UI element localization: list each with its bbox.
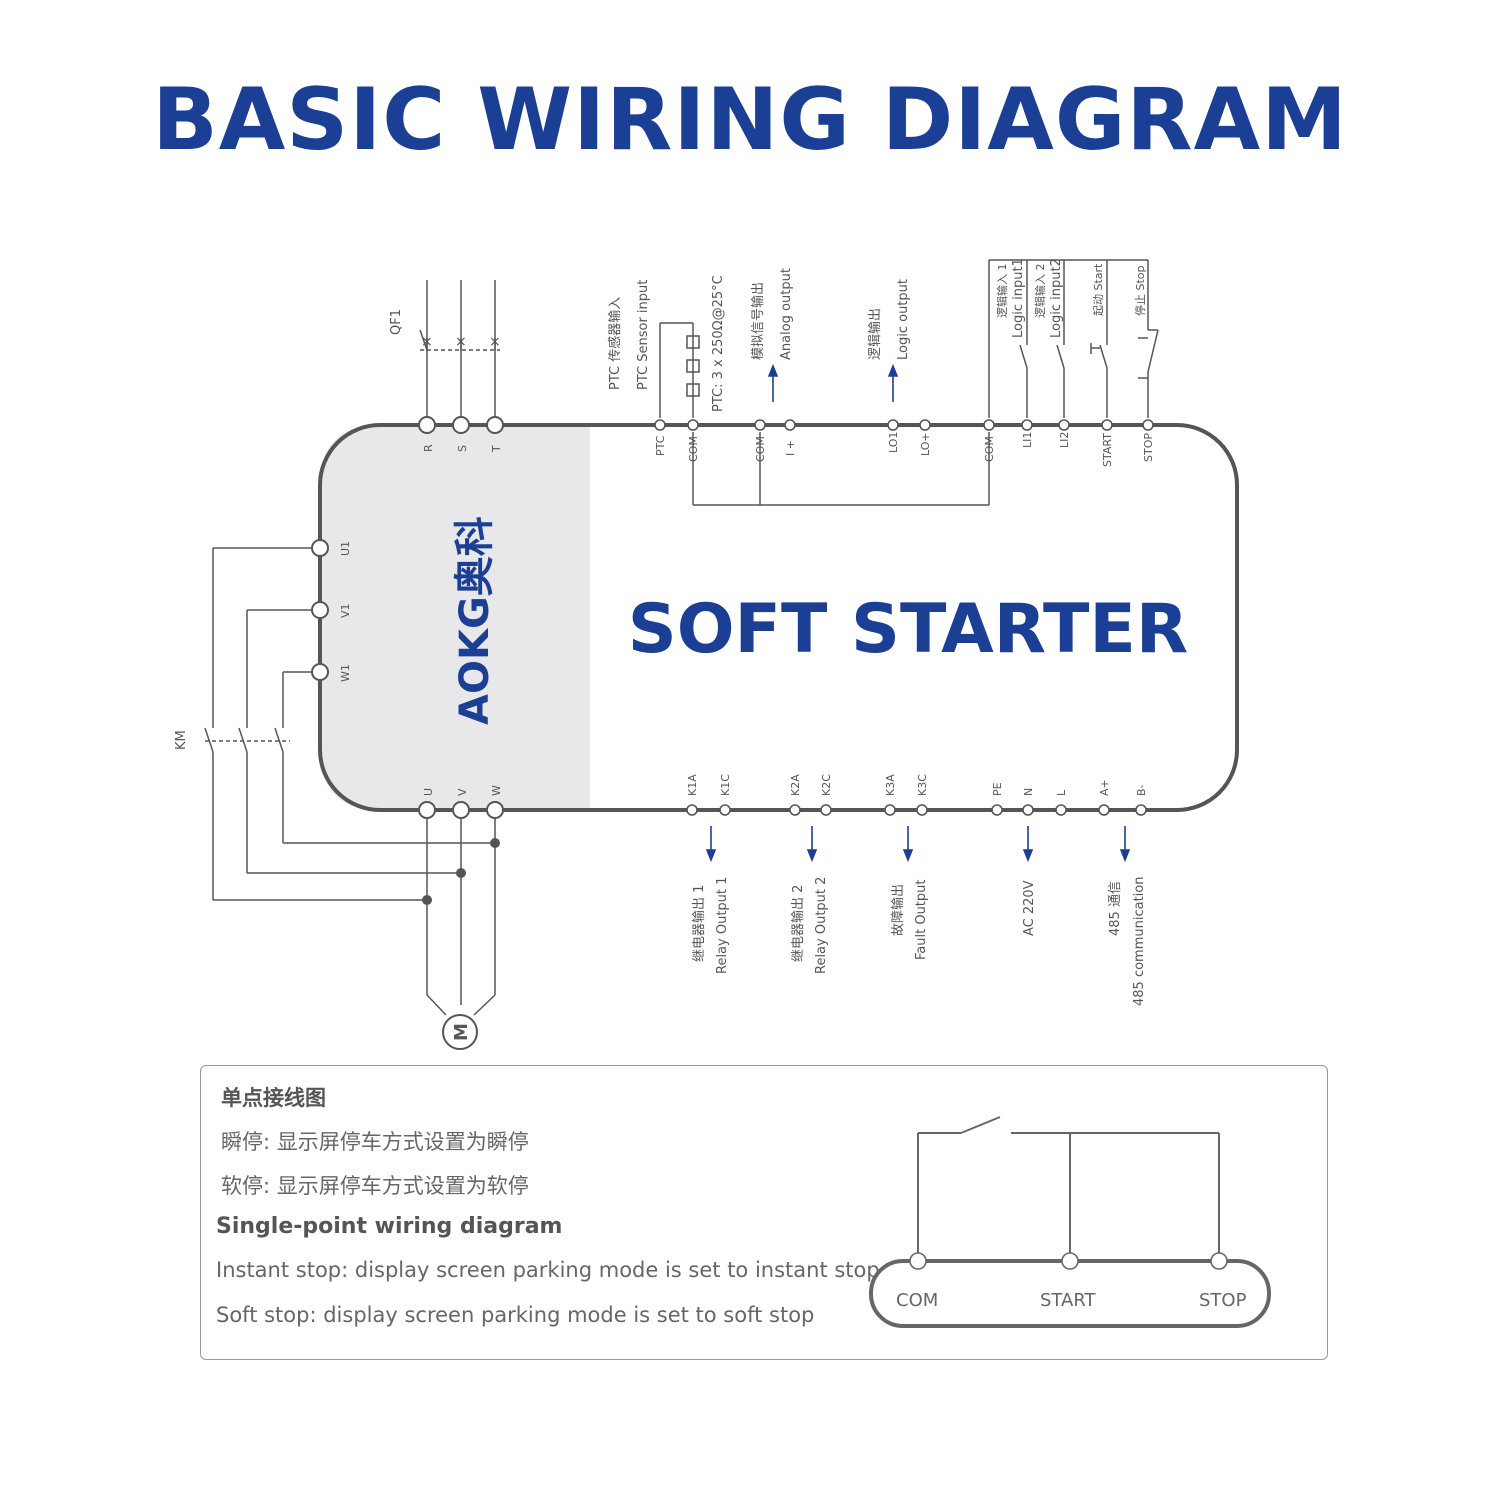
terminal-a-plus: A+	[1098, 779, 1111, 796]
comm-label-cn: 485 通信	[1108, 881, 1123, 936]
terminal-k3a: K3A	[884, 774, 897, 796]
breaker-x-marks: × × ×	[421, 334, 501, 350]
power-terminals	[311, 416, 504, 819]
svg-text:×: ×	[489, 334, 501, 350]
single-point-note-panel: 单点接线图 瞬停: 显示屏停车方式设置为瞬停 软停: 显示屏停车方式设置为软停 …	[200, 1065, 1328, 1360]
down-arrows	[705, 826, 1131, 863]
terminal-k2a: K2A	[789, 774, 802, 796]
single-point-diagram: COM START STOP	[869, 1116, 1271, 1328]
terminal-k1c: K1C	[719, 774, 732, 796]
terminal-w1: W1	[339, 664, 352, 682]
comm-label-en: 485 communication	[1132, 877, 1147, 1006]
terminal-ptc: PTC	[654, 435, 667, 456]
logic-input-switches	[1019, 260, 1159, 418]
analog-label-en: Analog output	[779, 268, 794, 360]
mini-terminal-com: COM	[896, 1290, 938, 1311]
signal-terminals	[654, 419, 1154, 816]
terminal-r: R	[422, 444, 435, 452]
terminal-l: L	[1055, 789, 1068, 796]
terminal-com-3: COM	[983, 436, 996, 462]
terminal-lo-plus: LO+	[919, 432, 932, 456]
terminal-lo1: LO1	[887, 432, 900, 453]
analog-label-cn: 模拟信号输出	[750, 282, 766, 360]
mini-terminal-stop: STOP	[1199, 1290, 1247, 1311]
ptc-label-cn: PTC 传感器输入	[607, 297, 623, 390]
ac-label: AC 220V	[1022, 880, 1037, 936]
relay1-label-cn: 继电器输出 1	[691, 885, 707, 962]
ptc-label-en: PTC Sensor input	[636, 280, 651, 390]
stop-label: 停止 Stop	[1133, 265, 1147, 316]
terminal-u: U	[422, 788, 435, 796]
note-en-title: Single-point wiring diagram	[216, 1214, 563, 1239]
relay2-label-cn: 继电器输出 2	[790, 885, 806, 962]
terminal-b-minus: B-	[1135, 784, 1148, 796]
terminal-com-2: COM	[754, 436, 767, 462]
com-bus	[692, 259, 1148, 506]
terminal-n: N	[1022, 788, 1035, 796]
motor	[442, 1014, 478, 1050]
terminal-i-plus: I +	[784, 440, 797, 456]
terminal-t: T	[490, 445, 503, 453]
device-name: SOFT STARTER	[628, 590, 1189, 669]
junction-dots	[422, 838, 500, 905]
terminal-stop: STOP	[1142, 433, 1155, 462]
fault-label-cn: 故障输出	[890, 884, 906, 936]
device-gray-panel	[320, 425, 590, 810]
li1-label-cn: 逻辑输入 1	[995, 264, 1009, 319]
terminal-k2c: K2C	[820, 774, 833, 796]
up-arrows	[767, 363, 899, 402]
terminal-li2: LI2	[1058, 432, 1071, 448]
diagram-title: BASIC WIRING DIAGRAM	[152, 70, 1348, 170]
li2-label-en: Logic input2	[1049, 258, 1064, 338]
li2-label-cn: 逻辑输入 2	[1033, 264, 1047, 319]
svg-text:×: ×	[455, 334, 467, 350]
terminal-li1: LI1	[1021, 432, 1034, 448]
relay1-label-en: Relay Output 1	[715, 877, 730, 974]
logic-out-label-cn: 逻辑输出	[867, 308, 883, 360]
breaker-qf1	[419, 280, 500, 418]
terminal-pe: PE	[991, 782, 1004, 796]
motor-label: M	[451, 1023, 472, 1041]
logic-out-label-en: Logic output	[896, 279, 911, 360]
ptc-spec: PTC: 3 x 250Ω@25°C	[711, 275, 726, 412]
ptc-sensor-wiring	[659, 322, 700, 418]
fault-label-en: Fault Output	[914, 880, 929, 961]
li1-label-en: Logic input1	[1011, 258, 1026, 338]
terminal-k3c: K3C	[916, 774, 929, 796]
mini-terminal-start: START	[1040, 1290, 1097, 1311]
note-en-line2: Soft stop: display screen parking mode i…	[216, 1303, 815, 1327]
breaker-label: QF1	[389, 309, 404, 335]
contactor-label: KM	[174, 730, 189, 750]
svg-text:×: ×	[421, 334, 433, 350]
terminal-u1: U1	[339, 541, 352, 556]
aokg-logo: AOKG奥科	[452, 516, 498, 725]
note-cn-title: 单点接线图	[221, 1086, 326, 1110]
terminal-s: S	[456, 445, 469, 452]
terminal-v1: V1	[339, 603, 352, 618]
terminal-v: V	[456, 788, 469, 796]
start-label: 起动 Start	[1092, 263, 1105, 316]
logo-text: AOKG奥科	[452, 516, 498, 725]
note-en-line1: Instant stop: display screen parking mod…	[216, 1258, 880, 1282]
terminal-com-1: COM	[687, 436, 700, 462]
terminal-start: START	[1101, 433, 1114, 467]
relay2-label-en: Relay Output 2	[814, 877, 829, 974]
terminal-k1a: K1A	[686, 774, 699, 796]
note-cn-line1: 瞬停: 显示屏停车方式设置为瞬停	[221, 1130, 529, 1154]
terminal-w: W	[490, 785, 503, 796]
note-cn-line2: 软停: 显示屏停车方式设置为软停	[221, 1174, 529, 1198]
